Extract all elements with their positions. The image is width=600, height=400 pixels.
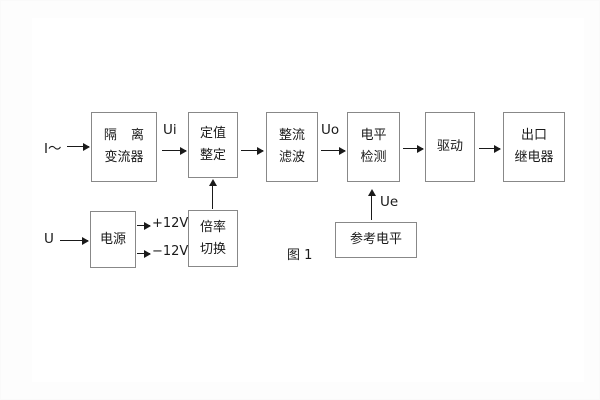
arrow-drive-to-relay bbox=[479, 144, 501, 153]
block-multiplier-switch: 倍率 切换 bbox=[188, 210, 238, 267]
block-setting-value-line-2: 整定 bbox=[199, 148, 226, 163]
signal-uo-label: Uo bbox=[321, 122, 340, 138]
block-power-supply: 电源 bbox=[90, 211, 136, 268]
rail-positive-label: +12V bbox=[152, 216, 189, 231]
block-drive-line-1: 驱动 bbox=[436, 139, 463, 155]
arrow-current-to-isolation bbox=[67, 142, 90, 151]
block-rectify-filter: 整流 滤波 bbox=[266, 112, 318, 182]
block-isolation-transformer-line-1: 隔 离 bbox=[103, 128, 150, 144]
block-level-detect-line-2: 检测 bbox=[360, 150, 387, 165]
arrow-multiplier-to-setting bbox=[208, 179, 217, 209]
signal-ue-label: Ue bbox=[380, 194, 399, 210]
block-multiplier-switch-line-1: 倍率 bbox=[199, 219, 226, 235]
voltage-input-label: U bbox=[44, 231, 54, 247]
block-level-detect-line-1: 电平 bbox=[360, 128, 387, 144]
arrow-rectify-to-level bbox=[321, 146, 346, 155]
figure-caption: 图 1 bbox=[287, 248, 313, 263]
diagram-plate bbox=[32, 18, 584, 382]
signal-ui-label: Ui bbox=[163, 122, 177, 138]
block-drive: 驱动 bbox=[425, 112, 475, 182]
current-input-label: I～ bbox=[44, 141, 62, 157]
arrow-rail-positive bbox=[137, 221, 151, 230]
block-multiplier-switch-line-2: 切换 bbox=[199, 241, 226, 257]
rail-negative-label: −12V bbox=[152, 244, 189, 259]
block-setting-value: 定值 整定 bbox=[188, 112, 238, 178]
block-reference-level: 参考电平 bbox=[335, 222, 417, 258]
arrow-voltage-to-power bbox=[60, 236, 89, 245]
arrow-setting-to-rectify bbox=[241, 146, 264, 155]
block-output-relay-line-2: 继电器 bbox=[514, 150, 554, 165]
arrow-level-to-drive bbox=[403, 144, 424, 153]
arrow-reference-to-level bbox=[367, 189, 376, 220]
arrow-rail-negative bbox=[137, 249, 151, 258]
block-output-relay: 出口 继电器 bbox=[503, 112, 565, 182]
block-output-relay-line-1: 出口 bbox=[520, 128, 547, 144]
block-rectify-filter-line-2: 滤波 bbox=[278, 150, 305, 165]
block-setting-value-line-1: 定值 bbox=[199, 126, 226, 142]
block-reference-level-line-1: 参考电平 bbox=[349, 232, 402, 248]
block-rectify-filter-line-1: 整流 bbox=[278, 128, 305, 144]
arrow-isolation-to-setting bbox=[162, 146, 187, 155]
block-isolation-transformer-line-2: 变流器 bbox=[104, 150, 144, 165]
block-power-supply-line-1: 电源 bbox=[99, 231, 126, 247]
block-isolation-transformer: 隔 离 变流器 bbox=[91, 112, 157, 182]
block-level-detect: 电平 检测 bbox=[347, 112, 400, 182]
